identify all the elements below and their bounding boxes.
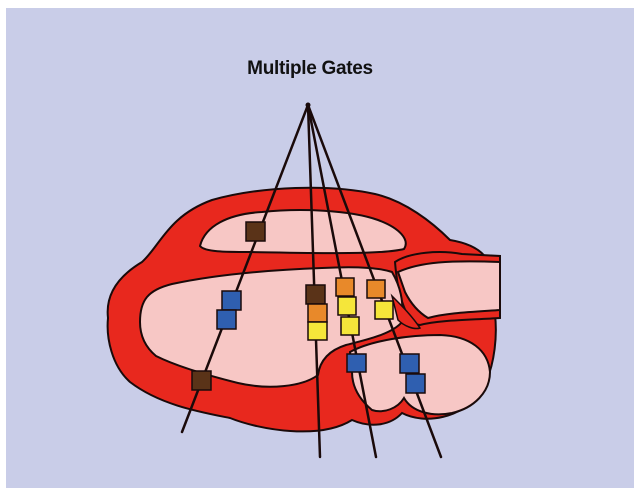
gate-brown-upper-left	[246, 222, 265, 241]
gate-yellow-center	[308, 322, 327, 340]
gate-yellow-mid-2	[341, 317, 359, 335]
gate-blue-mid	[347, 354, 366, 372]
gate-blue-left-1	[222, 291, 241, 310]
gate-blue-right-1	[400, 354, 419, 373]
gate-orange-right	[367, 280, 385, 298]
gate-orange-center	[308, 304, 327, 322]
gate-yellow-right	[375, 301, 393, 319]
gate-blue-left-2	[217, 310, 236, 329]
gate-lines-apex	[306, 103, 311, 108]
gate-brown-lower-left	[192, 371, 211, 390]
gate-brown-center	[306, 285, 325, 304]
gate-orange-mid	[336, 278, 354, 296]
gate-blue-right-2	[406, 374, 425, 393]
gate-yellow-mid-1	[338, 297, 356, 315]
